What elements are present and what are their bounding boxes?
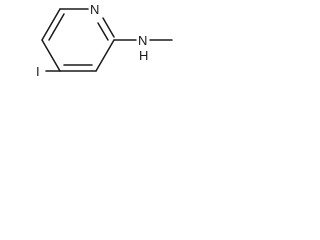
bond-c4-c5 (41, 39, 61, 72)
iodine-label: I (36, 64, 40, 79)
ring-nitrogen-label: N (90, 2, 99, 17)
amine-nitrogen-label: N (138, 33, 147, 48)
bond-c5-c6 (41, 8, 61, 41)
bond-n1-c2 (102, 17, 115, 38)
bond-c2-c3 (95, 39, 115, 72)
bond-c5-c6-double (48, 13, 65, 41)
amine-hydrogen-label: H (139, 48, 148, 63)
chemical-structure-diagram: N I N H (36, 2, 173, 79)
pyridine-ring (41, 8, 115, 72)
bond-n1-c2-double (97, 22, 109, 41)
